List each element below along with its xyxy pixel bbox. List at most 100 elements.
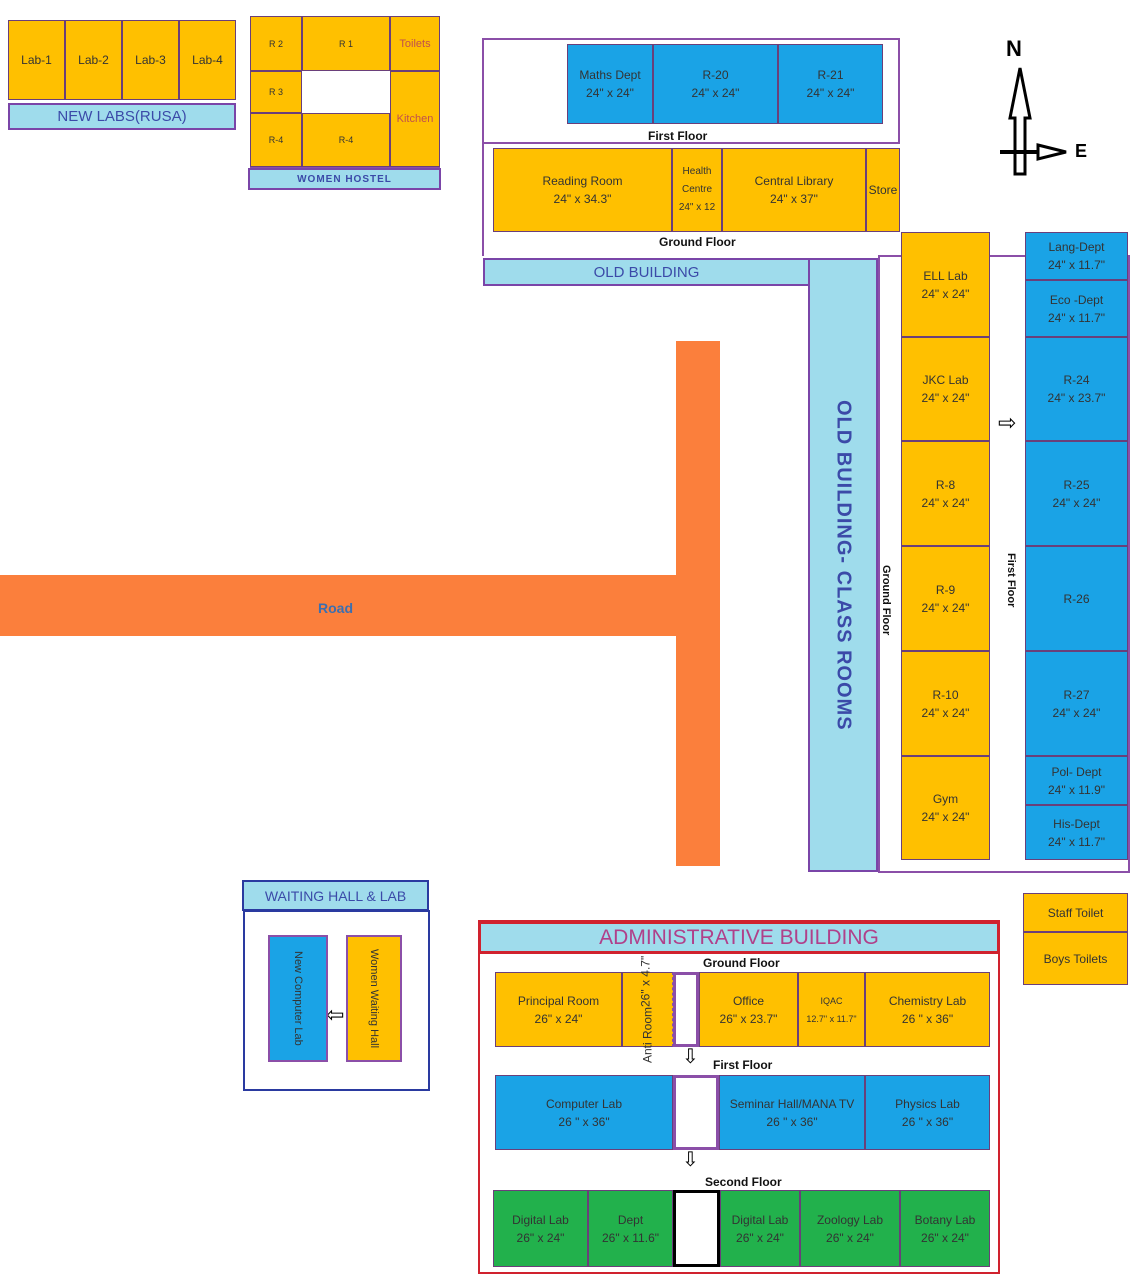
- admin-first-floor-label: First Floor: [713, 1058, 773, 1072]
- room-toilets: Toilets: [390, 16, 440, 71]
- room-name: Health Centre: [681, 166, 712, 195]
- admin-second-floor-label: Second Floor: [705, 1175, 782, 1189]
- room-name: R 3: [268, 87, 283, 97]
- room-name: Eco -Dept: [1049, 292, 1104, 307]
- room-name: R-4: [268, 135, 284, 145]
- class-rooms-corridor: [808, 258, 878, 872]
- room-r-1: R 1: [302, 16, 390, 71]
- room-name: R-10: [932, 687, 959, 702]
- old-building-ground-floor-label: Ground Floor: [659, 235, 736, 249]
- room-name: Botany Lab: [914, 1212, 976, 1227]
- room-name: R-27: [1063, 687, 1090, 702]
- road-label: Road: [318, 600, 353, 616]
- room-dimensions: 26 " x 36": [558, 1114, 610, 1129]
- room-name: Physics Lab: [895, 1096, 960, 1111]
- room-name: Anti Room: [640, 1007, 655, 1064]
- room-name: Maths Dept: [579, 68, 641, 82]
- room-name: Principal Room: [517, 993, 600, 1008]
- room-name: Office: [732, 993, 765, 1008]
- women-hostel-title: WOMEN HOSTEL: [248, 168, 441, 190]
- room-dimensions: 24" x 37": [770, 192, 818, 206]
- room-store: Store: [866, 148, 900, 232]
- room-iqac: IQAC 12.7" x 11.7": [798, 972, 865, 1047]
- room-dimensions: 26" x 24": [736, 1230, 784, 1245]
- room-r-4: R-4: [250, 113, 302, 167]
- room-dimensions: 24" x 24": [921, 286, 970, 301]
- room-dimensions: 26" x 11.6": [602, 1230, 659, 1245]
- room-name: R-25: [1063, 477, 1090, 492]
- room-dimensions: 24" x 11.9": [1048, 782, 1105, 797]
- room-dimensions: 24" x 24": [921, 391, 970, 405]
- room-name: Staff Toilet: [1047, 905, 1104, 920]
- room-dimensions: 26 " x 36": [766, 1114, 818, 1129]
- room-r-4: R-4: [302, 113, 390, 167]
- room-dimensions: 24" x 24": [921, 600, 970, 615]
- room-pol-dept: Pol- Dept 24" x 11.9": [1025, 756, 1128, 805]
- class-rooms-title: OLD BUILDING- CLASS ROOMS: [832, 399, 855, 731]
- room-jkc-lab: JKC Lab 24" x 24": [901, 337, 990, 441]
- room-seminar-hall-mana-tv: Seminar Hall/MANA TV 26 " x 36": [719, 1075, 865, 1150]
- room-his-dept: His-Dept 24" x 11.7": [1025, 805, 1128, 860]
- old-building-title: OLD BUILDING: [483, 258, 810, 286]
- room-name: R-20: [702, 68, 729, 82]
- room-dimensions: 26 " x 36": [901, 1011, 954, 1026]
- road-vertical: [676, 341, 720, 866]
- room-dimensions: 24" x 24": [921, 705, 970, 720]
- room-lab-4: Lab-4: [179, 20, 236, 100]
- room-staff-toilet: Staff Toilet: [1023, 893, 1128, 932]
- room-name: Lab-4: [192, 53, 223, 67]
- stairs-second-floor: [673, 1190, 720, 1267]
- room-name: Pol- Dept: [1051, 764, 1102, 779]
- compass-north: N: [1006, 36, 1022, 61]
- room-name: R-26: [1063, 591, 1090, 606]
- room-dimensions: 26 " x 36": [901, 1114, 954, 1129]
- class-rooms-first-floor-label: First Floor: [1005, 552, 1017, 608]
- compass-arrow-icon: [1000, 67, 1067, 176]
- new-labs-title: NEW LABS(RUSA): [8, 103, 236, 130]
- room-name: Boys Toilets: [1043, 951, 1108, 966]
- room-name: R 1: [338, 38, 353, 49]
- room-women-waiting-hall: Women Waiting Hall: [346, 935, 402, 1062]
- room-physics-lab: Physics Lab 26 " x 36": [865, 1075, 990, 1150]
- class-rooms-ground-floor-label: Ground Floor: [880, 564, 892, 636]
- room-name: Seminar Hall/MANA TV: [729, 1096, 855, 1111]
- stairs-first-floor: [673, 1075, 719, 1150]
- room-dimensions: 24" x 11.7": [1048, 834, 1105, 849]
- room-dimensions: 26" x 24": [826, 1230, 874, 1245]
- room-name: R-8: [935, 477, 956, 492]
- room-name: IQAC: [820, 995, 843, 1006]
- room-name: Lab-2: [78, 53, 109, 67]
- room-boys-toilets: Boys Toilets: [1023, 932, 1128, 985]
- waiting-hall-title: WAITING HALL & LAB: [242, 880, 429, 911]
- room-dimensions: 26" x 24": [534, 1011, 583, 1026]
- room-dimensions: 24" x 11.7": [1048, 258, 1105, 272]
- room-dimensions: 26" x 4.7": [638, 955, 653, 1008]
- room-dimensions: 24" x 23.7": [1047, 391, 1106, 405]
- room-name: Digital Lab: [731, 1212, 789, 1227]
- room-name: JKC Lab: [922, 373, 969, 387]
- room-name: His-Dept: [1053, 816, 1100, 831]
- room-dimensions: 24" x 24": [1052, 495, 1101, 510]
- room-dimensions: 12.7" x 11.7": [806, 1013, 857, 1024]
- room-name: Zoology Lab: [816, 1212, 884, 1227]
- room-name: New Computer Lab: [292, 951, 304, 1046]
- arrow-down-icon: ⇩: [682, 1149, 699, 1171]
- room-name: Reading Room: [542, 174, 623, 188]
- room-dimensions: 24" x 24": [806, 86, 855, 100]
- admin-ground-floor-label: Ground Floor: [703, 956, 780, 970]
